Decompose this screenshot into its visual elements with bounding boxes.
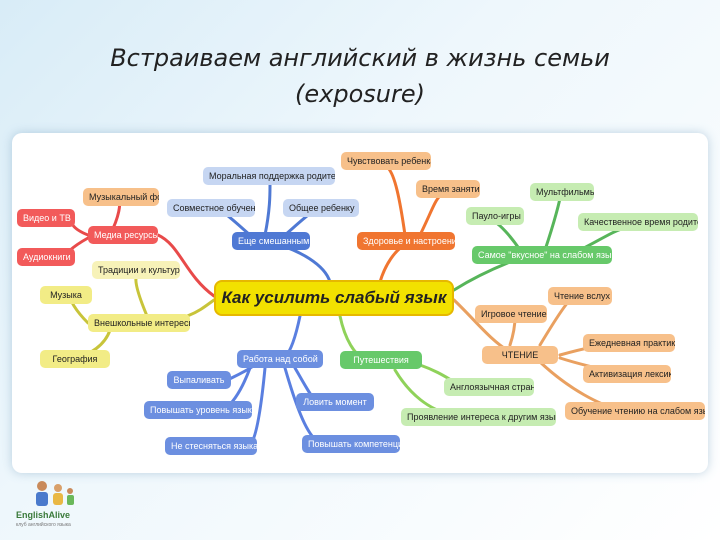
link-tasty: [452, 260, 512, 292]
node-read-aloud: Чтение вслух: [548, 287, 612, 305]
link-shy: [248, 366, 267, 447]
link-cartoons: [543, 195, 562, 252]
node-daily: Ежедневная практика: [583, 334, 675, 352]
node-tasty: Самое "вкусное" на слабом языке: [472, 246, 612, 264]
node-music: Музыка: [40, 286, 92, 304]
link-media: [156, 233, 216, 298]
node-express: Выпаливать: [167, 371, 231, 389]
node-travel: Путешествия: [340, 351, 422, 369]
node-geography: География: [40, 350, 110, 368]
node-work-self: Работа над собой: [237, 350, 323, 368]
node-media: Медиа ресурсы: [88, 226, 158, 244]
node-extracurricular: Внешкольные интересы: [88, 314, 190, 332]
node-teach-read: Обучение чтению на слабом языке: [565, 402, 705, 420]
node-feel-child: Чувствовать ребенка: [341, 152, 431, 170]
node-moral: Моральная поддержка родителю: [203, 167, 335, 185]
node-mindset: Еще смешанными: [232, 232, 310, 250]
node-level: Повышать уровень языка: [144, 401, 252, 419]
node-activ: Активизация лексики: [583, 365, 671, 383]
node-english-country: Англоязычная страна: [444, 378, 534, 396]
link-time: [418, 194, 442, 237]
node-interest: Проявление интереса к другим языкам: [401, 408, 556, 426]
family-icon: [36, 481, 74, 506]
page-title: Встраиваем английский в жизнь семьи: [110, 44, 610, 72]
node-time: Время занятий: [416, 180, 480, 198]
logo-subtitle: клуб английского языка: [16, 522, 71, 528]
node-general-child: Общее ребенку: [283, 199, 359, 217]
center-topic: Как усилить слабый язык: [214, 280, 454, 316]
node-quality: Качественное время родителя: [578, 213, 698, 231]
node-shy: Не стесняться языка: [165, 437, 257, 455]
node-joint: Совместное обучение: [167, 199, 255, 217]
node-cartoons: Мультфильмы: [530, 183, 594, 201]
node-health: Здоровье и настроение: [357, 232, 455, 250]
node-reading: ЧТЕНИЕ: [482, 346, 558, 364]
logo: EnglishAlive клуб английского языка: [12, 476, 96, 532]
node-traditions: Традиции и культура: [92, 261, 180, 279]
node-audiobooks: Аудиокниги: [17, 248, 75, 266]
link-feel: [386, 166, 407, 237]
node-musical: Музыкальный фон: [83, 188, 159, 206]
link-health: [378, 243, 407, 284]
node-game-reading: Игровое чтение: [475, 305, 547, 323]
page-subtitle: (exposure): [295, 80, 425, 108]
node-moment: Ловить момент: [296, 393, 374, 411]
node-audio-games: Пауло-игры: [466, 207, 524, 225]
logo-name: EnglishAlive: [16, 510, 71, 520]
node-compet: Повышать компетенцию: [302, 435, 400, 453]
node-video-tv: Видео и ТВ: [17, 209, 75, 227]
link-moral: [263, 183, 272, 237]
